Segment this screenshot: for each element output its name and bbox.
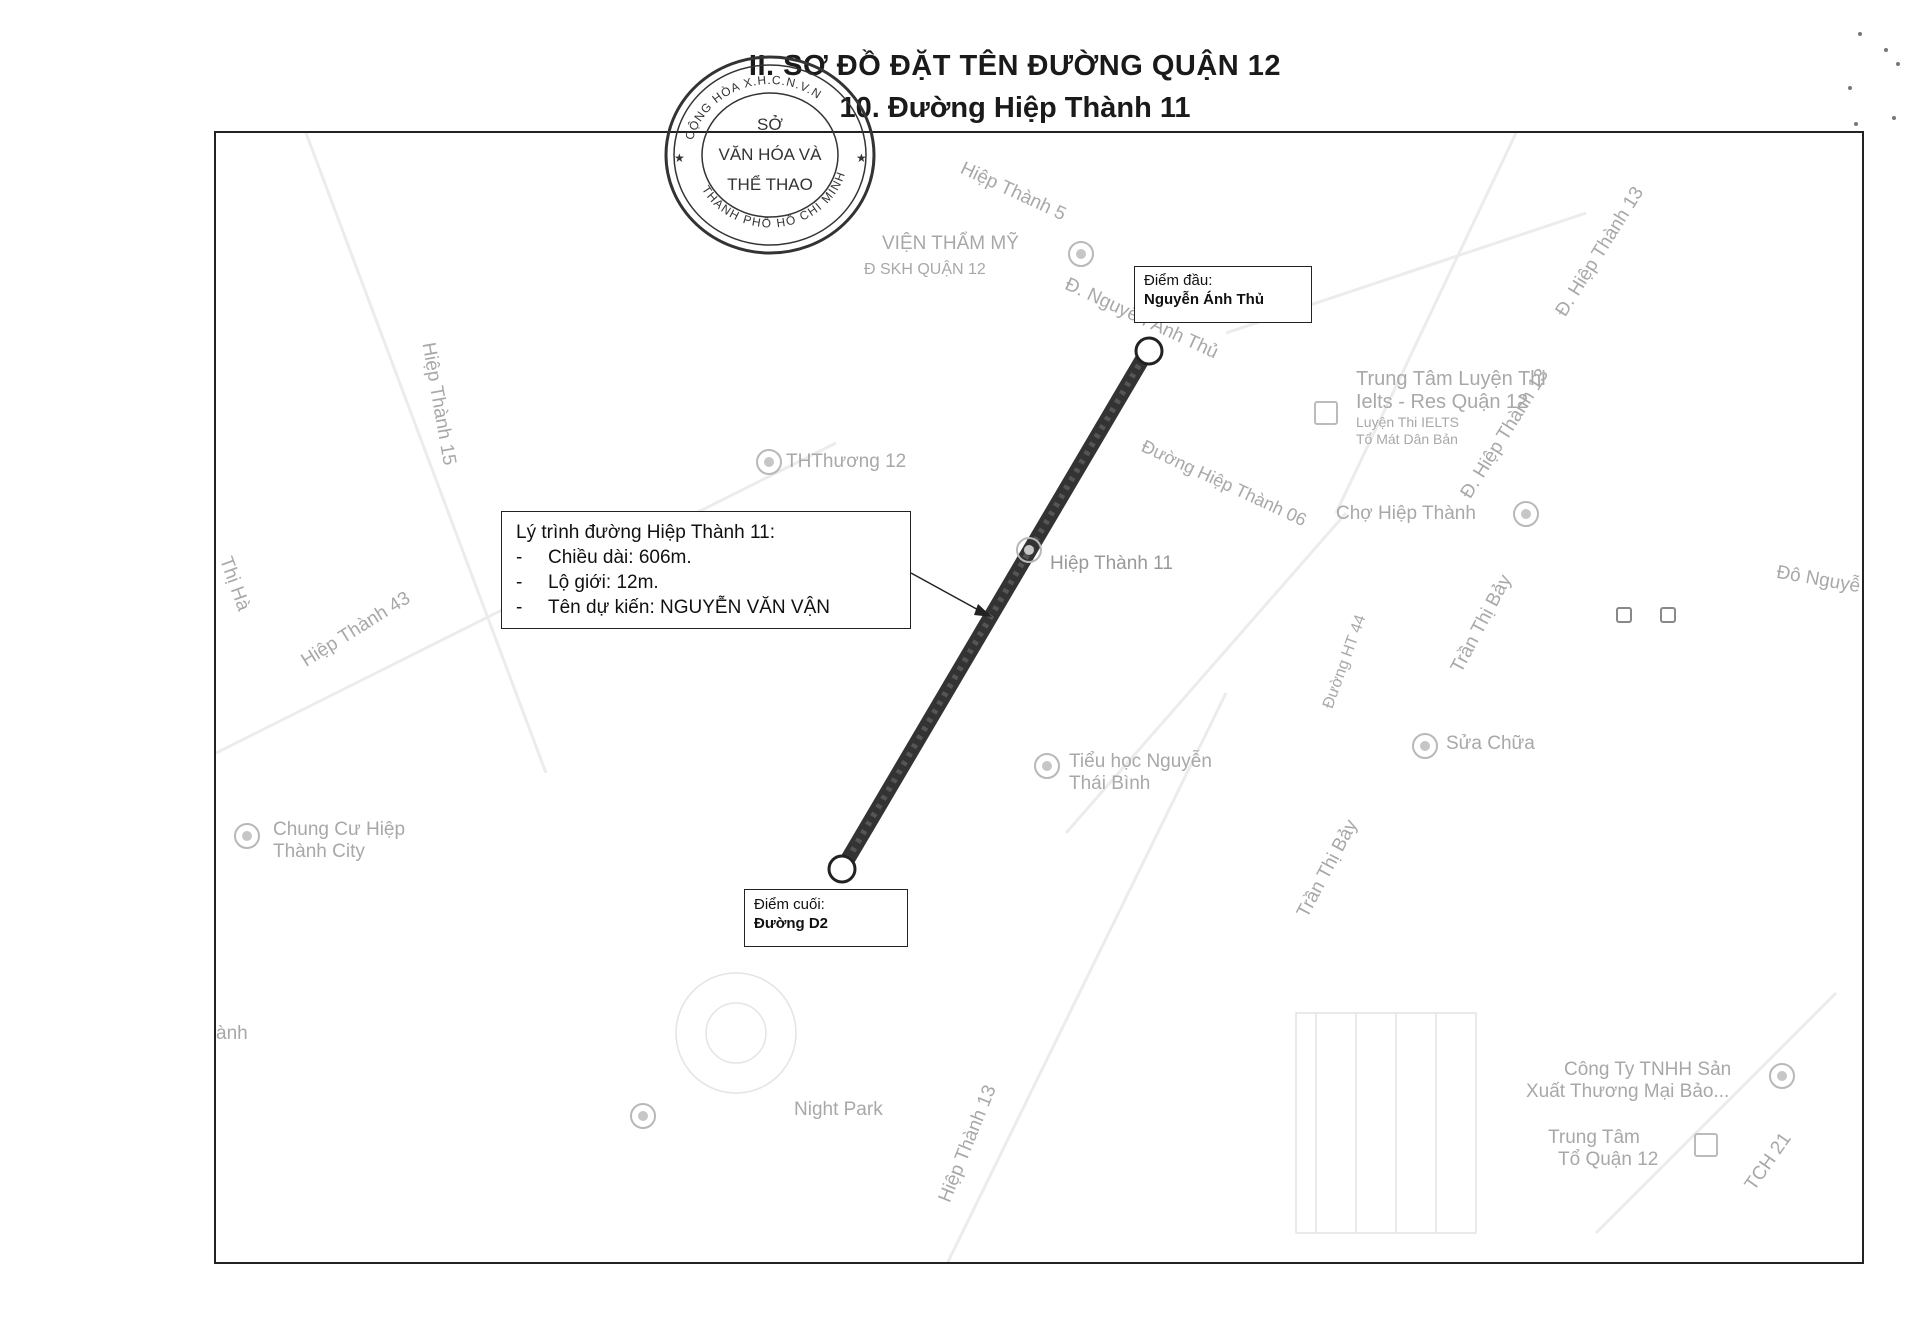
end-point-label: Điểm cuối: [754,896,825,913]
start-point-label: Điểm đầu: [1144,272,1213,289]
svg-text:★: ★ [856,151,867,165]
map-base [216,133,1838,1262]
map-label: Thành City [273,841,365,862]
svg-text:★: ★ [674,151,685,165]
svg-text:CỘNG HÒA X.H.C.N.V.N: CỘNG HÒA X.H.C.N.V.N [682,73,824,142]
map-label: Trung Tâm [1548,1127,1640,1148]
map-label: Tiểu học Nguyễn [1069,751,1212,772]
end-point-value: Đường D2 [754,915,829,932]
map-label: Luyện Thi IELTS [1356,414,1459,430]
poi-icon [234,823,260,849]
start-point-box: Điểm đầu: Nguyễn Ánh Thủ [1134,266,1312,323]
scan-marks [1848,32,1900,126]
poi-icon [756,449,782,475]
route-info-item: -Chiều dài: 606m. [516,547,692,568]
building-icon [1616,607,1632,623]
start-point-marker [1134,336,1164,366]
map-label: Ielts - Res Quận 12 [1356,391,1529,413]
map-label: Hiệp Thành 11 [1050,553,1173,574]
map-label: VIỆN THẨM MỸ [882,233,1019,254]
map-label: Trung Tâm Luyện Thi [1356,368,1546,390]
poi-icon [1769,1063,1795,1089]
map-label: Xuất Thương Mại Bảo... [1526,1081,1730,1102]
route-info-heading: Lý trình đường Hiệp Thành 11: [516,522,775,543]
route-info-item: -Lộ giới: 12m. [516,572,659,593]
building-icon [1660,607,1676,623]
poi-icon [630,1103,656,1129]
end-point-box: Điểm cuối: Đường D2 [744,889,908,947]
map-label: Chợ Hiệp Thành [1336,503,1476,524]
map-label: Tổ Mát Dân Bản [1356,431,1458,447]
poi-icon [1314,401,1338,425]
route-map: VIỆN THẨM MỸ Đ SKH QUẬN 12 Đ. Nguyễn Ánh… [214,131,1864,1264]
map-label: ành [216,1023,248,1044]
callout-arrow [910,572,983,613]
map-label: Sửa Chữa [1446,733,1535,754]
route-info-item: -Tên dự kiến: NGUYỄN VĂN VẬN [516,597,830,618]
map-label: Công Ty TNHH Sản [1564,1059,1732,1080]
poi-icon [1694,1133,1718,1157]
poi-icon [1016,537,1042,563]
route-info-box: Lý trình đường Hiệp Thành 11: -Chiều dài… [501,511,911,629]
end-point-marker [827,854,857,884]
map-label: Đ SKH QUẬN 12 [864,261,986,278]
poi-icon [1412,733,1438,759]
poi-icon [1513,501,1539,527]
map-label: THThương 12 [786,451,907,472]
svg-text:THỂ THAO: THỂ THAO [727,175,813,194]
poi-icon [1068,241,1094,267]
map-label: Thái Bình [1069,773,1151,794]
route-title: 10. Đường Hiệp Thành 11 [839,92,1191,124]
svg-text:SỞ: SỞ [757,115,783,134]
document-title: II. SƠ ĐỒ ĐẶT TÊN ĐƯỜNG QUẬN 12 [748,50,1282,82]
map-label: Night Park [794,1099,883,1120]
official-stamp: CỘNG HÒA X.H.C.N.V.N THÀNH PHỐ HỒ CHÍ MI… [664,55,876,255]
svg-text:VĂN HÓA VÀ: VĂN HÓA VÀ [719,145,823,164]
map-label: Tổ Quận 12 [1558,1149,1659,1170]
map-label: Chung Cư Hiệp [273,819,406,840]
start-point-value: Nguyễn Ánh Thủ [1144,291,1264,308]
poi-icon [1034,753,1060,779]
